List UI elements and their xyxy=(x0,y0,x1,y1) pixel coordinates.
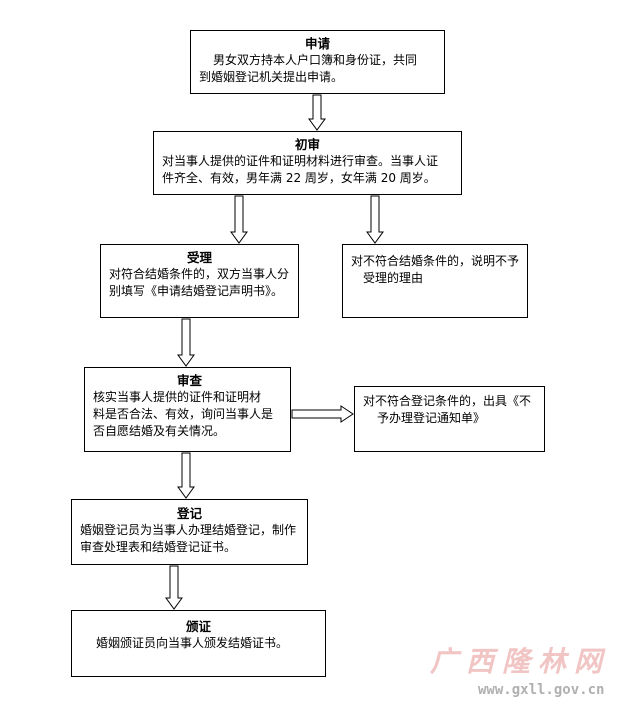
reject-initial-line-1: 对不符合结婚条件的，说明不予 xyxy=(351,254,520,268)
reject-initial-box: 对不符合结婚条件的，说明不予 受理的理由 xyxy=(342,244,528,318)
arrow-register-to-issue xyxy=(165,565,183,610)
apply-box: 申请 男女双方持本人户口簿和身份证，共同 到婚姻登记机关提出申请。 xyxy=(190,30,445,94)
accept-line-2: 别填写《申请结婚登记声明书》。 xyxy=(109,284,284,298)
arrow-examine-to-reject xyxy=(291,405,354,423)
initial-review-line-1: 对当事人提供的证件和证明材料进行审查。当事人证 xyxy=(162,154,439,168)
apply-line-2: 到婚姻登记机关提出申请。 xyxy=(199,70,344,84)
apply-line-1: 男女双方持本人户口簿和身份证，共同 xyxy=(213,53,418,67)
examine-title: 审查 xyxy=(177,373,203,388)
reject-exam-box: 对不符合登记条件的，出具《不 予办理登记通知单》 xyxy=(354,386,545,452)
arrow-initial-review-to-accept xyxy=(230,195,248,244)
arrow-accept-to-examine xyxy=(177,318,195,367)
reject-exam-line-2: 予办理登记通知单》 xyxy=(377,411,486,425)
register-line-2: 审查处理表和结婚登记证书。 xyxy=(80,540,237,554)
reject-exam-line-1: 对不符合登记条件的，出具《不 xyxy=(363,394,532,408)
register-title: 登记 xyxy=(176,506,202,521)
arrow-apply-to-initial-review xyxy=(308,94,326,131)
initial-review-title: 初审 xyxy=(294,137,320,152)
watermark-logo: 广西隆林网 xyxy=(430,645,611,678)
apply-title: 申请 xyxy=(304,36,330,51)
arrow-initial-review-to-reject xyxy=(366,195,384,244)
initial-review-box: 初审 对当事人提供的证件和证明材料进行审查。当事人证 件齐全、有效，男年满 22… xyxy=(153,131,462,195)
reject-initial-line-2: 受理的理由 xyxy=(363,271,424,285)
issue-box: 颁证 婚姻颁证员向当事人颁发结婚证书。 xyxy=(71,610,326,677)
issue-title: 颁证 xyxy=(185,619,211,634)
examine-box: 审查 核实当事人提供的证件和证明材 料是否合法、有效，询问当事人是 否自愿结婚及… xyxy=(84,367,291,452)
register-box: 登记 婚姻登记员为当事人办理结婚登记，制作 审查处理表和结婚登记证书。 xyxy=(71,499,308,565)
examine-line-1: 核实当事人提供的证件和证明材 xyxy=(93,390,262,404)
watermark-url: www.gxll.gov.cn xyxy=(478,682,605,698)
arrow-examine-to-register xyxy=(177,452,195,499)
accept-line-1: 对符合结婚条件的，双方当事人分 xyxy=(109,267,290,281)
accept-title: 受理 xyxy=(186,250,212,265)
examine-line-2: 料是否合法、有效，询问当事人是 xyxy=(93,407,274,421)
accept-box: 受理 对符合结婚条件的，双方当事人分 别填写《申请结婚登记声明书》。 xyxy=(100,244,299,318)
examine-line-3: 否自愿结婚及有关情况。 xyxy=(93,424,226,438)
initial-review-line-2: 件齐全、有效，男年满 22 周岁，女年满 20 周岁。 xyxy=(162,171,436,185)
issue-line-1: 婚姻颁证员向当事人颁发结婚证书。 xyxy=(96,636,289,650)
register-line-1: 婚姻登记员为当事人办理结婚登记，制作 xyxy=(80,523,297,537)
